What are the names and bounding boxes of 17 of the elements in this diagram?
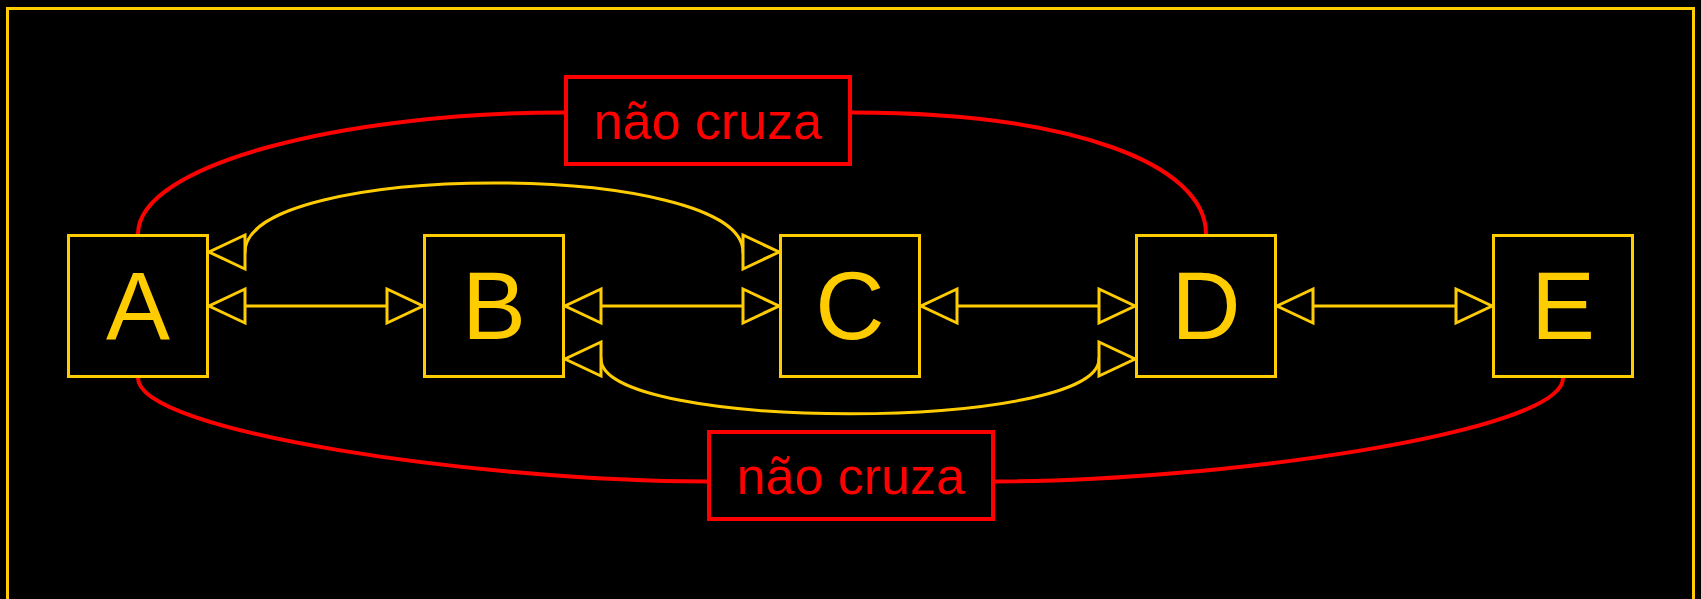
letter-box: E [1492,234,1634,378]
label-box: não cruza [564,75,852,166]
double-arrow [919,287,1137,325]
double-arrow [563,340,1137,416]
letter-box: C [779,234,921,378]
connector-line [136,377,708,484]
double-arrow [563,287,781,325]
connector-line [136,110,565,235]
double-arrow [207,287,425,325]
letter-box: D [1135,234,1277,378]
label-box: não cruza [707,430,995,521]
double-arrow [1275,287,1494,325]
connector-line [994,377,1565,484]
letter-box: A [67,234,209,378]
connector-line [851,110,1208,235]
letter-box: B [423,234,565,378]
double-arrow [207,181,781,271]
